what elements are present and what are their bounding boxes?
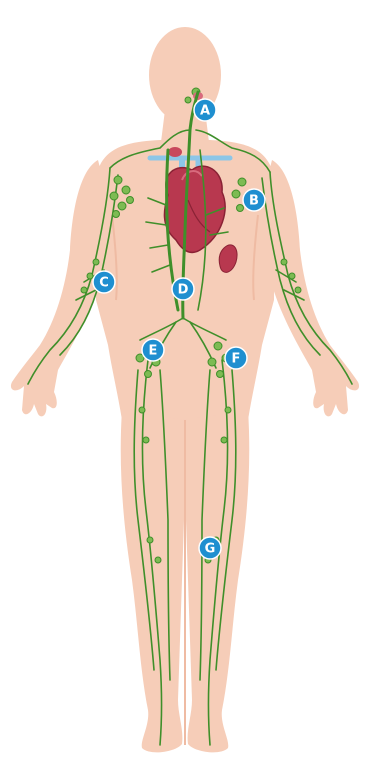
marker-b-label: B: [249, 194, 259, 209]
marker-a: A: [194, 99, 216, 121]
marker-d: D: [172, 278, 194, 300]
marker-d-label: D: [178, 283, 189, 298]
marker-c: C: [93, 271, 115, 293]
marker-f: F: [225, 347, 247, 369]
marker-b: B: [243, 189, 265, 211]
marker-g-label: G: [205, 542, 216, 557]
marker-f-label: F: [232, 352, 241, 367]
marker-e-label: E: [149, 344, 158, 359]
marker-c-label: C: [99, 276, 109, 291]
marker-e: E: [142, 339, 164, 361]
marker-g: G: [199, 537, 221, 559]
marker-a-label: A: [200, 104, 210, 119]
